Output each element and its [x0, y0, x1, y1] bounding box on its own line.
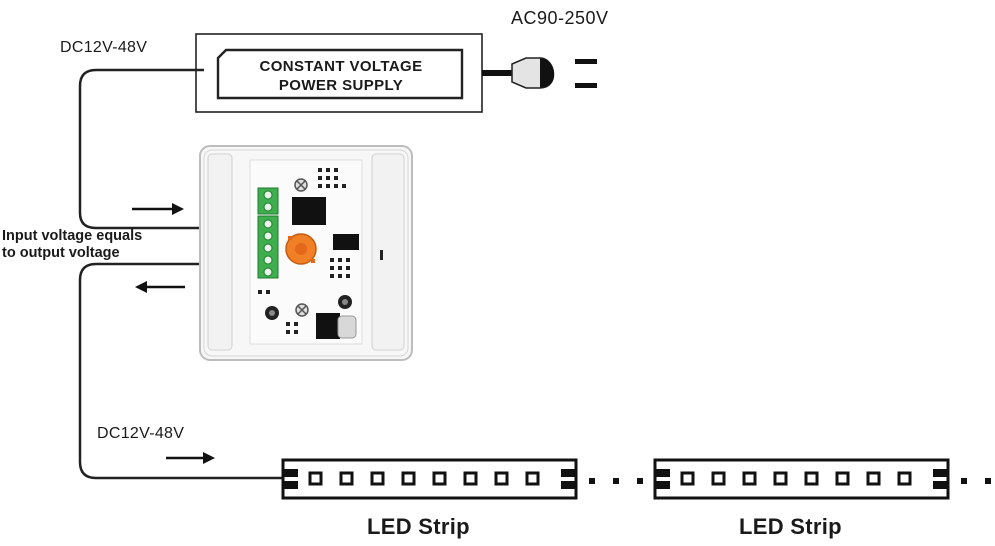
- power-supply-title-line2: POWER SUPPLY: [278, 77, 404, 94]
- led-strip-label-2: LED Strip: [739, 514, 842, 539]
- led-strip-2: [653, 458, 950, 500]
- power-supply-title-line1: CONSTANT VOLTAGE: [259, 58, 423, 75]
- voltage-note: Input voltage equals to output voltage: [2, 228, 142, 262]
- potentiometer-knob: [285, 233, 317, 265]
- dc-output-label: DC12V-48V: [97, 425, 185, 442]
- power-supply-title: CONSTANT VOLTAGE POWER SUPPLY: [220, 55, 462, 97]
- voltage-note-line1: Input voltage equals: [2, 228, 143, 244]
- ac-input-label: AC90-250V: [511, 8, 609, 28]
- dc-input-label: DC12V-48V: [60, 39, 148, 56]
- output-wire: [78, 257, 283, 480]
- voltage-note-line2: to output voltage: [2, 245, 120, 261]
- led-strip-label-1: LED Strip: [367, 514, 470, 539]
- terminal-block: [257, 187, 279, 279]
- mains-plug: [482, 57, 597, 89]
- led-strip-1: [281, 458, 578, 500]
- power-supply: [195, 33, 483, 113]
- controller-module: [199, 145, 413, 361]
- continuation-dots: [589, 478, 991, 484]
